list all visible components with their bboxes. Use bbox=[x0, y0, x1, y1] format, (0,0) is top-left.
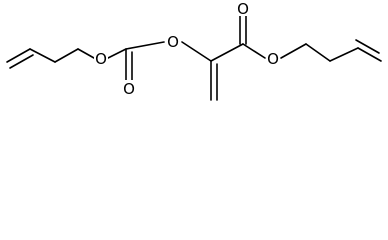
atom-o-carbonyl-carbonate: O bbox=[122, 80, 136, 98]
bond-allyl-right-b bbox=[329, 47, 359, 62]
bond-vinyl-left-2 bbox=[9, 54, 34, 69]
bond-vinyl-right-1 bbox=[357, 47, 382, 62]
atom-label-o-allyl-left: O bbox=[95, 50, 107, 68]
bond-vinyl-left-1 bbox=[6, 48, 31, 63]
bond-alkene-ester bbox=[210, 43, 244, 62]
bond-bridge-alkene bbox=[181, 41, 212, 62]
bond-allyl-right-a bbox=[305, 43, 331, 62]
atom-o-allyl-right: O bbox=[266, 50, 280, 68]
atom-label-o-carbonyl-ester: O bbox=[237, 0, 249, 18]
bond-vinyl-right-2 bbox=[355, 39, 380, 54]
bond-carbonate-o-right bbox=[125, 41, 165, 50]
bond-o-carbonate-left bbox=[107, 48, 127, 59]
bond-allyl-right-o bbox=[280, 43, 307, 59]
bond-ester-o bbox=[242, 43, 266, 59]
bond-allyl-left-b bbox=[54, 48, 79, 63]
atom-label-o-carbonyl-carbonate: O bbox=[123, 80, 135, 98]
atom-label-o-bridge: O bbox=[167, 33, 179, 51]
atom-o-bridge: O bbox=[166, 33, 180, 51]
atom-label-o-allyl-right: O bbox=[267, 50, 279, 68]
bond-allyl-left-a bbox=[29, 48, 56, 63]
bond-allyl-left-o bbox=[77, 48, 95, 59]
atom-o-carbonyl-ester: O bbox=[236, 0, 250, 18]
atom-o-allyl-left: O bbox=[94, 50, 108, 68]
chemical-structure: O O O O O bbox=[6, 0, 382, 101]
